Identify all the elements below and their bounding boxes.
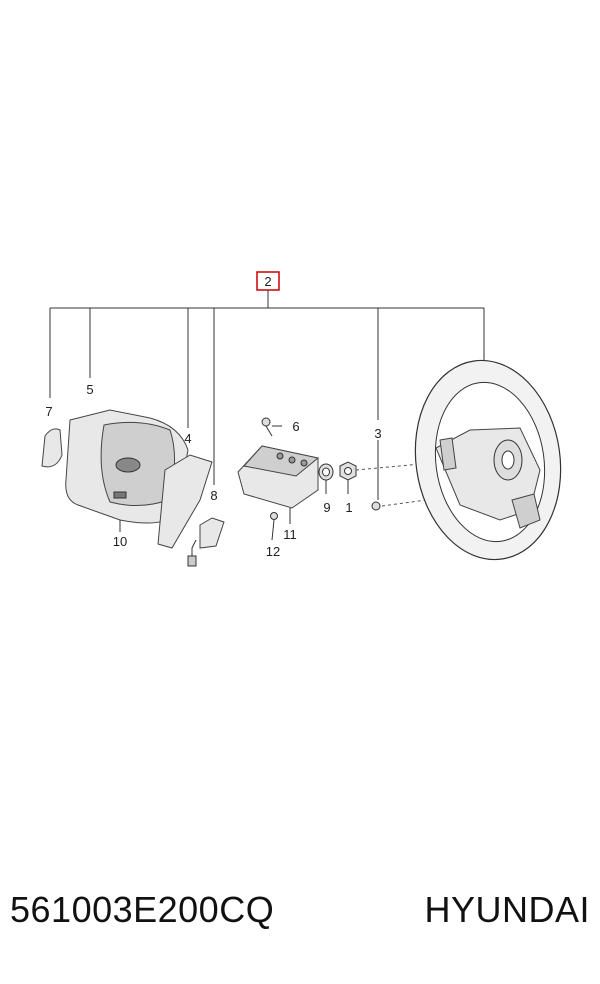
callout-9: 9 [323,500,330,515]
part-8-switch [187,517,225,567]
part-number-label: 561003E200CQ [10,889,275,930]
callout-12: 12 [266,544,280,559]
callout-8: 8 [210,488,217,503]
callout-6: 6 [292,419,299,434]
caption-bar: 561003E200CQ HYUNDAI [10,880,590,940]
callout-3: 3 [374,426,381,441]
part-12-screw [270,512,278,541]
part-10-airbag-module [65,409,189,524]
callout-2: 2 [264,274,271,289]
callout-10: 10 [113,534,127,549]
part-1-nut [339,461,357,494]
part-11-inflator-module [237,445,320,524]
callout-1: 1 [345,500,352,515]
part-6-bolt [261,417,282,437]
callout-7: 7 [45,404,52,419]
part-9-collar [318,463,334,494]
callout-4: 4 [184,431,191,446]
brand-label: HYUNDAI [424,889,590,930]
part-7-horn-cover [41,428,63,468]
callout-11: 11 [283,527,297,542]
leader-lines [49,290,485,485]
steering-wheel [414,359,562,561]
part-4-side-trim [157,454,213,549]
callout-5: 5 [86,382,93,397]
